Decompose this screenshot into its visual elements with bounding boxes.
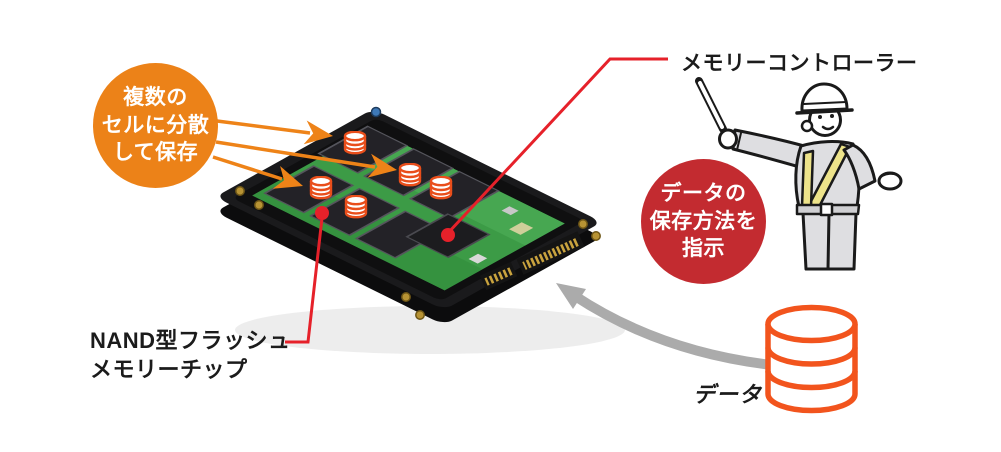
data-flow-arrow bbox=[556, 283, 777, 370]
database-icon bbox=[765, 304, 858, 414]
arrowhead bbox=[272, 166, 303, 189]
bubble-distributed-storage: 複数の セルに分散 して保存 bbox=[93, 63, 218, 188]
controller-dot bbox=[441, 228, 455, 242]
nand-leader-line bbox=[285, 217, 324, 344]
cell-database-icon bbox=[309, 176, 333, 200]
drive-tray bbox=[220, 111, 597, 308]
screws bbox=[235, 106, 601, 320]
pcb-board bbox=[252, 128, 565, 291]
nand-chips-row2 bbox=[263, 165, 446, 259]
sata-connector bbox=[479, 231, 585, 291]
cell-database-icon bbox=[344, 195, 368, 219]
nand-dot bbox=[315, 206, 329, 220]
cell-database-icon bbox=[429, 176, 453, 200]
controller-leader-line bbox=[446, 57, 668, 235]
hand-fist bbox=[718, 128, 738, 150]
nand-flash-chip-label: NAND型フラッシュ メモリーチップ bbox=[90, 328, 291, 383]
ssd-drive-photo bbox=[220, 106, 625, 354]
cell-database-icon bbox=[343, 131, 367, 155]
arrowhead bbox=[303, 120, 333, 145]
memory-controller-label: メモリーコントローラー bbox=[681, 52, 918, 75]
drive-shadow bbox=[235, 306, 625, 354]
leader-lines bbox=[285, 57, 668, 344]
cell-database-icon bbox=[398, 163, 422, 187]
bubble-save-instruction: データの 保存方法を 指示 bbox=[641, 159, 766, 284]
safety-vest-stripe bbox=[800, 149, 815, 209]
arrowhead bbox=[367, 153, 397, 178]
distribute-arrows bbox=[212, 119, 397, 189]
arrowhead bbox=[556, 283, 586, 309]
hard-hat bbox=[800, 82, 849, 113]
worker-illustration bbox=[695, 77, 903, 271]
data-label: データ bbox=[693, 382, 763, 407]
